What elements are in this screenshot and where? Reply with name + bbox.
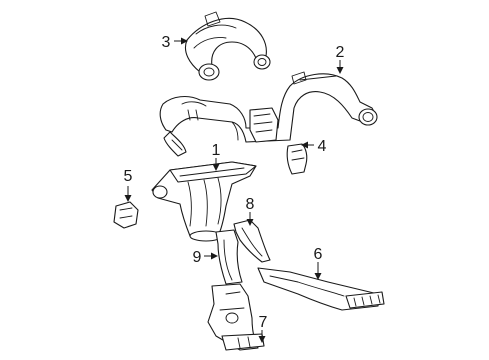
part-9-duct[interactable] — [215, 229, 243, 285]
callout-6: 6 — [314, 246, 323, 263]
callout-2: 2 — [336, 44, 345, 61]
callout-4: 4 — [318, 138, 327, 155]
callout-8: 8 — [246, 196, 255, 213]
part-5-bracket[interactable] — [113, 201, 139, 229]
part-7-lower-duct[interactable] — [207, 283, 265, 351]
part-2-main-duct[interactable] — [159, 71, 378, 157]
part-4-clip[interactable] — [286, 143, 308, 175]
callout-3: 3 — [162, 34, 171, 51]
callout-1: 1 — [212, 142, 221, 159]
part-1-center-duct[interactable] — [151, 161, 257, 242]
callout-5: 5 — [124, 168, 133, 185]
leader-lines — [124, 37, 344, 343]
part-3-upper-duct[interactable] — [184, 11, 271, 81]
callout-9: 9 — [193, 249, 202, 266]
part-6-floor-duct[interactable] — [257, 267, 385, 311]
callout-7: 7 — [259, 314, 268, 331]
part-8-duct[interactable] — [233, 219, 271, 263]
